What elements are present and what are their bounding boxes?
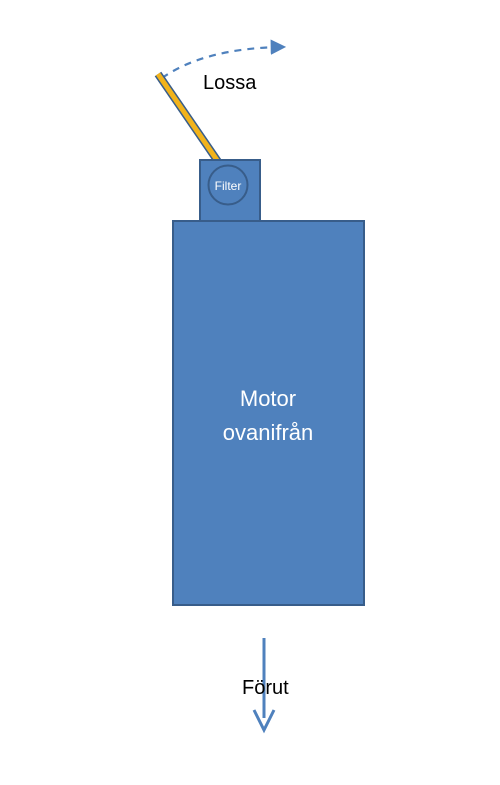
oil-filter (207, 164, 249, 206)
engine-label-line2: ovanifrån (223, 420, 314, 445)
loosen-label: Lossa (203, 72, 257, 94)
engine-block (172, 220, 365, 606)
filter-label: Filter (215, 179, 242, 193)
loosen-direction-arrow (161, 39, 287, 79)
wrench-handle (155, 72, 222, 165)
forward-arrow-head (252, 709, 276, 734)
forward-label: Förut (242, 677, 289, 699)
engine-label-line1: Motor (240, 386, 296, 411)
